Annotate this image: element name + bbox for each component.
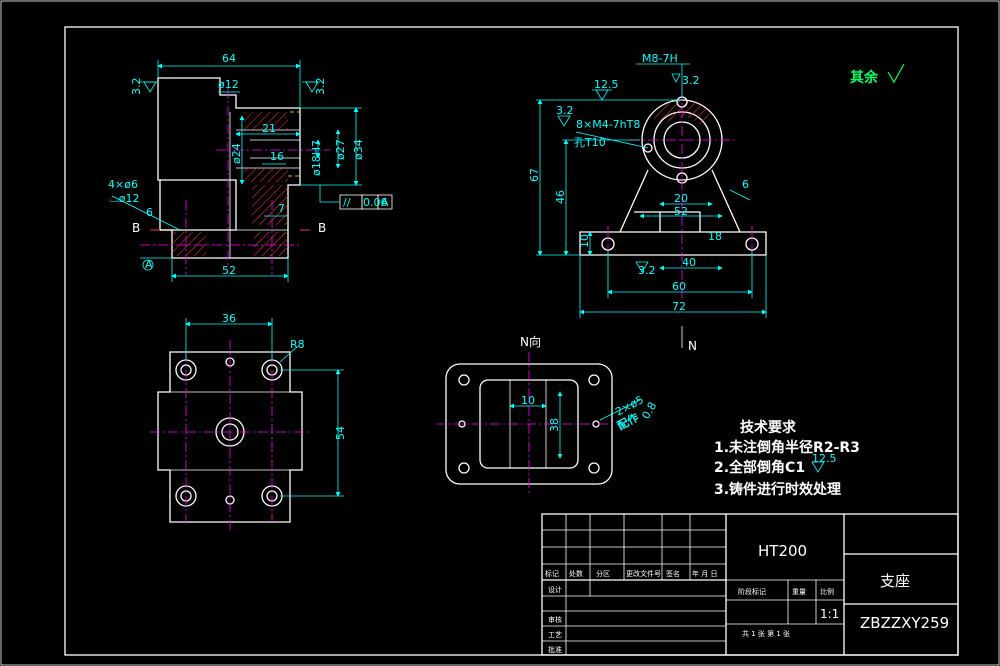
section-label-left: B bbox=[132, 221, 140, 235]
tolerance-symbol: // bbox=[343, 196, 351, 209]
n-dim-10: 10 bbox=[521, 394, 535, 407]
top-dim-r8: R8 bbox=[290, 338, 305, 351]
tb-header-mark: 标记 bbox=[545, 569, 559, 578]
n-dim-38: 38 bbox=[548, 418, 561, 432]
dim-front-7: 7 bbox=[278, 202, 285, 215]
side-dim-72: 72 bbox=[672, 300, 686, 313]
tolerance-datum: A bbox=[381, 196, 389, 209]
side-view: M8-7H 3.2 12.5 3.2 8×M4-7hT8 孔T10 67 46 … bbox=[528, 52, 767, 353]
side-surface-top: 12.5 bbox=[594, 78, 619, 91]
front-holes-note: 4×ø6 bbox=[108, 178, 138, 191]
side-surface-mid: 3.2 bbox=[556, 104, 574, 117]
side-dim-40: 40 bbox=[682, 256, 696, 269]
tb-label-process: 工艺 bbox=[548, 631, 562, 639]
side-dim-6: 6 bbox=[742, 178, 749, 191]
inner-frame bbox=[64, 26, 959, 656]
side-dim-60: 60 bbox=[672, 280, 686, 293]
n-view-title: N向 bbox=[520, 334, 541, 349]
top-dim-54: 54 bbox=[334, 426, 347, 440]
tb-label-approve: 批准 bbox=[548, 645, 562, 654]
tb-scale-label: 比例 bbox=[820, 587, 834, 596]
side-thread-note: M8-7H bbox=[642, 52, 678, 65]
front-view: 64 ø12 21 ø24 ø18H7 ø27 ø34 16 7 52 4×ø6… bbox=[108, 52, 393, 282]
side-dim-10: 10 bbox=[578, 234, 591, 248]
side-holes-note: 8×M4-7hT8 bbox=[576, 118, 640, 131]
tb-label-design: 设计 bbox=[548, 585, 562, 594]
requirement-3: 3.铸件进行时效处理 bbox=[714, 481, 841, 498]
title-block: 标记 处数 分区 更改文件号 签名 年 月 日 设计 审核 工艺 批准 HT20… bbox=[541, 513, 959, 656]
tb-weight-label: 重量 bbox=[792, 588, 806, 596]
side-dim-20: 20 bbox=[674, 192, 688, 205]
tb-scale-value: 1:1 bbox=[820, 607, 839, 621]
tb-header-zone: 分区 bbox=[596, 569, 610, 578]
side-dim-67: 67 bbox=[528, 168, 541, 182]
dim-front-64: 64 bbox=[222, 52, 236, 65]
tb-sheet-info: 共 1 张 第 1 张 bbox=[742, 629, 790, 638]
tb-stage-label: 阶段标记 bbox=[738, 587, 766, 596]
dim-front-16: 16 bbox=[270, 150, 284, 163]
side-surface-top-sub: 3.2 bbox=[682, 74, 700, 87]
side-dim-46: 46 bbox=[554, 190, 567, 204]
front-holes-counterbore: ⌴ø12 bbox=[110, 192, 140, 205]
n-view: N向 10 38 2×ø5 配作 0.8 bbox=[436, 334, 659, 494]
tolerance-value: 0.06 bbox=[363, 196, 388, 209]
datum-a: A bbox=[145, 258, 153, 271]
requirements-title: 技术要求 bbox=[740, 419, 797, 436]
side-holes-depth: 孔T10 bbox=[574, 136, 606, 149]
tb-part-name: 支座 bbox=[880, 572, 910, 590]
dim-front-bore34: ø34 bbox=[352, 139, 365, 160]
surface-rest-check-icon bbox=[887, 63, 905, 84]
dim-front-bore18: ø18H7 bbox=[310, 140, 323, 176]
tb-header-sign: 签名 bbox=[666, 569, 680, 578]
technical-requirements: 技术要求 1.未注倒角半径R2-R3 2.全部倒角C1 12.5 3.铸件进行时… bbox=[714, 419, 860, 498]
dim-front-bore24: ø24 bbox=[230, 143, 243, 164]
tb-drawing-number: ZBZZXY259 bbox=[860, 614, 949, 632]
front-surface-right: 3.2 bbox=[314, 78, 327, 96]
top-view: 36 R8 54 bbox=[150, 312, 347, 530]
tb-header-count: 处数 bbox=[569, 569, 583, 578]
dim-front-21: 21 bbox=[262, 122, 276, 135]
tb-label-review: 审核 bbox=[548, 615, 562, 624]
side-surface-bottom: 3.2 bbox=[638, 264, 656, 277]
side-dim-52: 52 bbox=[674, 205, 688, 218]
front-surface-left: 3.2 bbox=[130, 78, 143, 96]
surface-rest-note: 其余 bbox=[850, 69, 879, 86]
requirement-2: 2.全部倒角C1 bbox=[714, 459, 805, 476]
tb-material: HT200 bbox=[758, 542, 807, 560]
dim-front-bore12: ø12 bbox=[218, 78, 239, 91]
dim-front-bore27: ø27 bbox=[334, 139, 347, 160]
requirement-1: 1.未注倒角半径R2-R3 bbox=[714, 439, 860, 456]
tb-header-date: 年 月 日 bbox=[692, 569, 717, 578]
dim-front-52: 52 bbox=[222, 264, 236, 277]
side-view-label: N bbox=[688, 339, 697, 353]
tb-header-change: 更改文件号 bbox=[626, 569, 661, 578]
section-label-right: B bbox=[318, 221, 326, 235]
top-dim-36: 36 bbox=[222, 312, 236, 325]
requirement-2-surface: 12.5 bbox=[812, 452, 837, 465]
side-dim-18: 18 bbox=[708, 230, 722, 243]
front-holes-depth: 6 bbox=[146, 206, 153, 219]
